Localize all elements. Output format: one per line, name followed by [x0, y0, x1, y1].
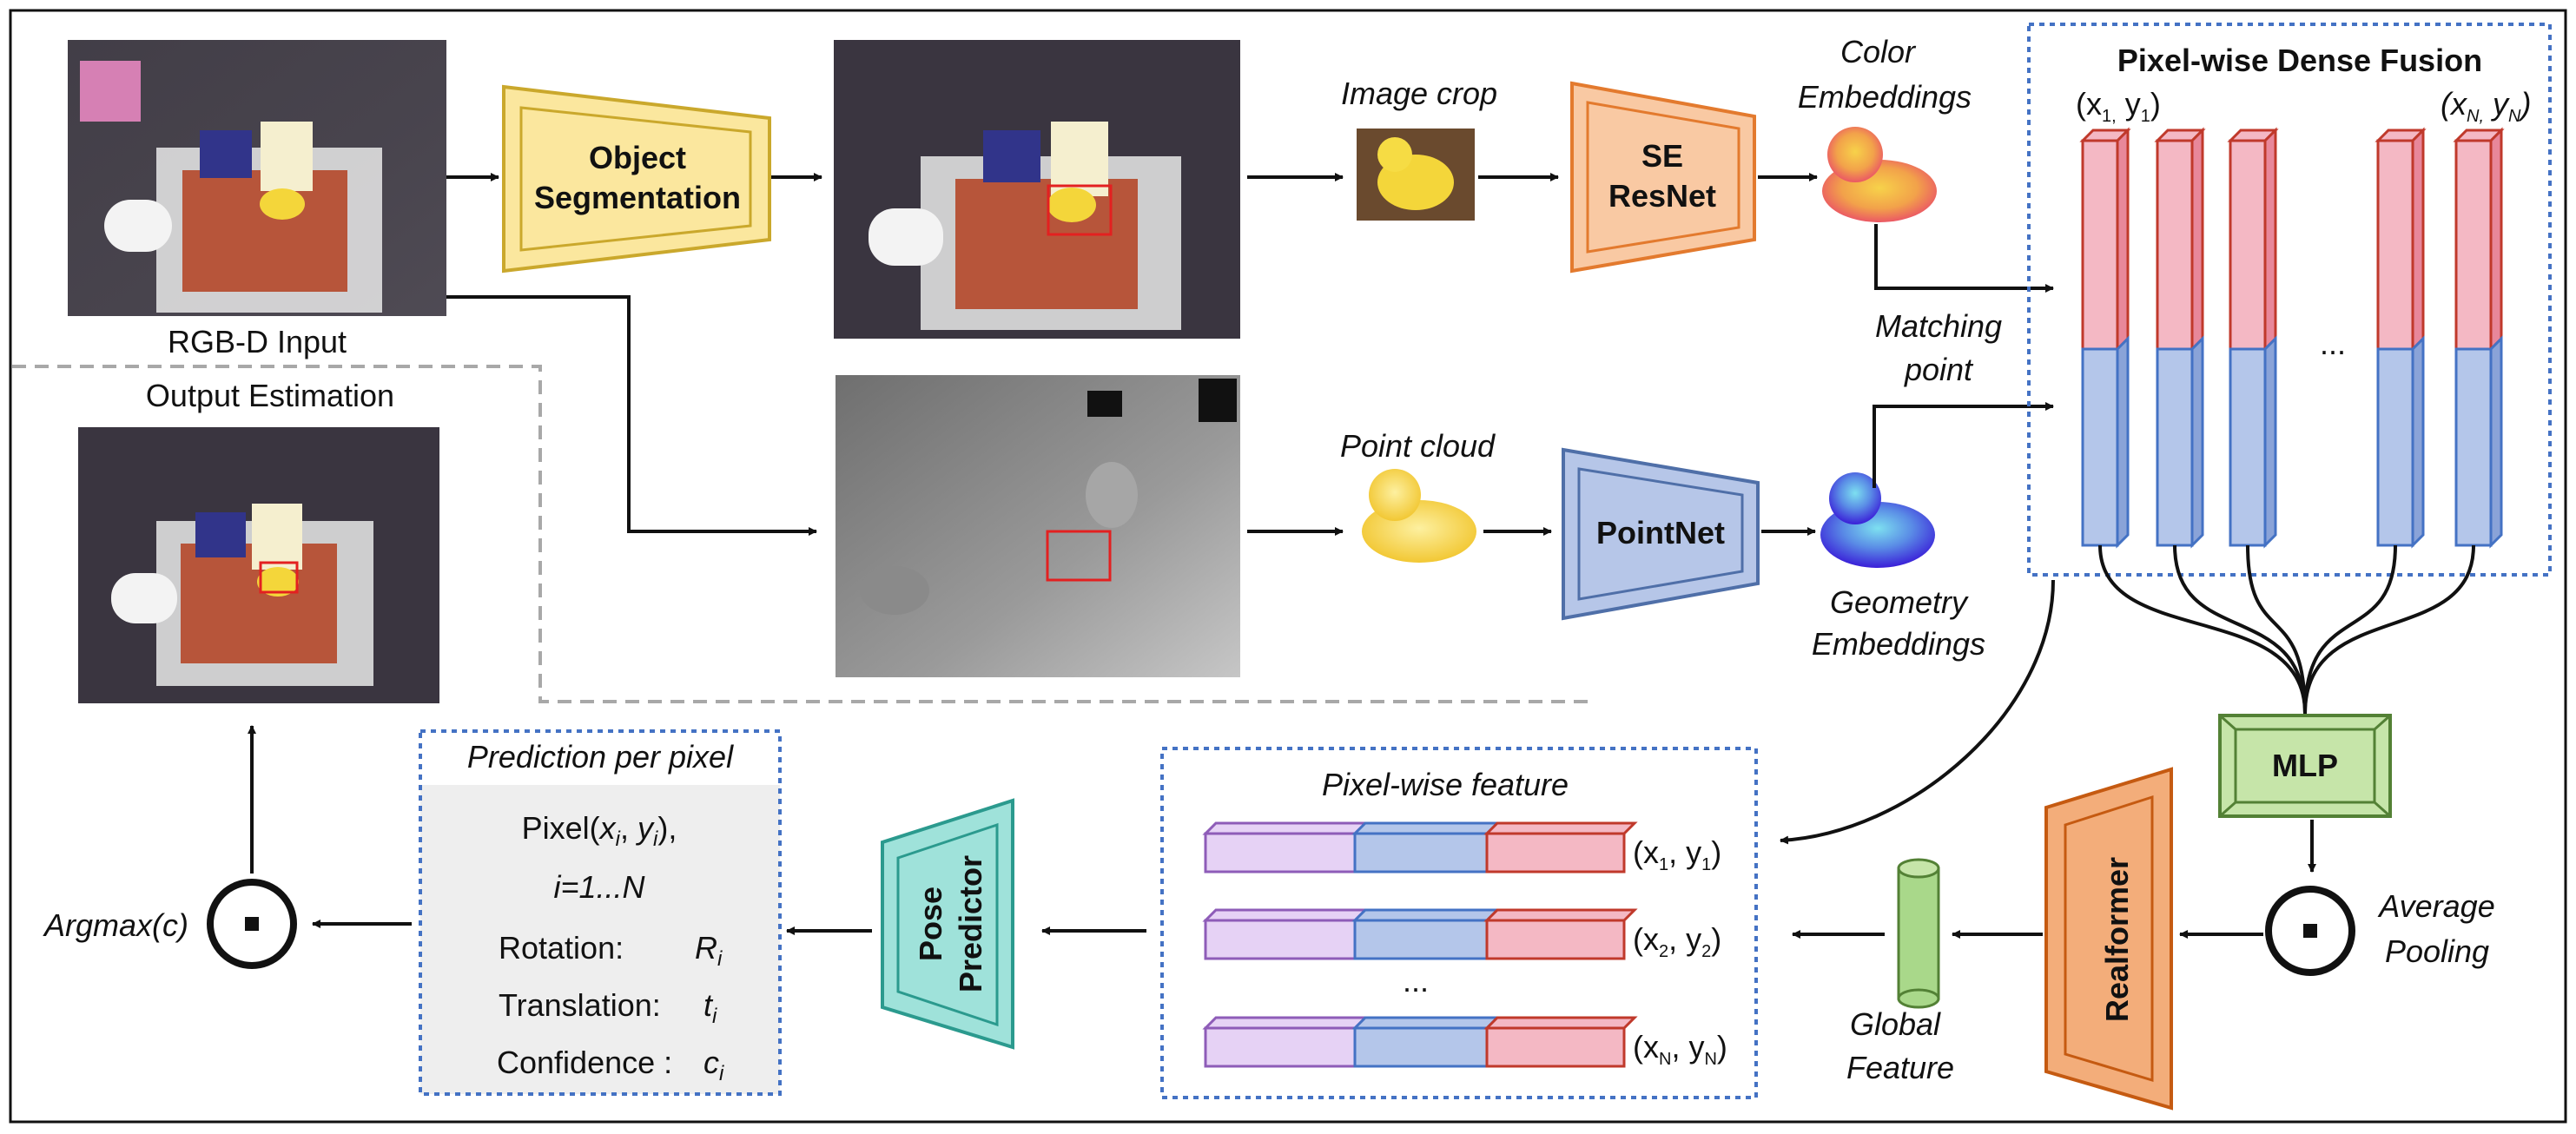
- feature-rows: (x1, y1) (x2, y2) (xN, yN): [1202, 821, 1727, 1069]
- prediction-title: Prediction per pixel: [467, 739, 734, 775]
- argmax-label: Argmax(c): [43, 907, 188, 943]
- pixel-feature-title: Pixel-wise feature: [1322, 767, 1569, 802]
- output-region-dashed-border: [12, 365, 1593, 703]
- se-resnet-label-line2: ResNet: [1608, 178, 1716, 214]
- geometry-embeddings-duck: [1820, 472, 1935, 568]
- feature-row-coord: (x1, y1): [1633, 834, 1721, 874]
- prediction-translation-label: Translation:: [499, 987, 661, 1023]
- fusion-column: [2079, 127, 2131, 549]
- average-pooling-op: [2265, 886, 2355, 976]
- geometry-embeddings-label-line2: Embeddings: [1812, 626, 1985, 662]
- prediction-range: i=1...N: [553, 869, 645, 905]
- feature-row-coord: (xN, yN): [1633, 1029, 1727, 1069]
- rgbd-input-photo: [68, 40, 446, 316]
- argmax-op: [207, 879, 297, 969]
- feature-row-coord: (x2, y2): [1633, 921, 1721, 961]
- average-pooling-label-line2: Pooling: [2385, 933, 2489, 969]
- pointnet-block: PointNet: [1562, 447, 1760, 621]
- matching-point-label-line1: Matching: [1875, 308, 2002, 344]
- prediction-translation-value: ti: [703, 987, 717, 1028]
- global-feature-label-line1: Global: [1850, 1006, 1941, 1042]
- se-resnet-block: SE ResNet: [1570, 81, 1756, 274]
- output-estimation-photo: [78, 427, 439, 703]
- geometry-embeddings-label-line1: Geometry: [1830, 584, 1969, 620]
- prediction-box: [419, 729, 782, 1096]
- fusion-curve: [2303, 544, 2475, 715]
- arrow-color-to-fusion: [1874, 224, 2054, 293]
- color-embeddings-label-line2: Embeddings: [1798, 79, 1972, 115]
- fusion-to-mlp-curves: [2098, 544, 2475, 715]
- point-cloud-duck: [1362, 469, 1476, 563]
- prediction-box-fill: [420, 785, 780, 1094]
- fusion-columns: [2079, 127, 2505, 549]
- point-cloud-label: Point cloud: [1340, 428, 1496, 464]
- matching-point-label-line2: point: [1904, 352, 1974, 387]
- output-estimation-label: Output Estimation: [146, 378, 394, 413]
- feature-row: (x2, y2): [1202, 908, 1721, 961]
- segmentation-label-line1: Object: [589, 140, 686, 175]
- depth-image: [836, 375, 1240, 677]
- fusion-ellipsis: ...: [2320, 326, 2346, 361]
- color-embeddings-label-line1: Color: [1840, 34, 1917, 69]
- fusion-column: [2154, 127, 2206, 549]
- fusion-last-coord: (xN, yN): [2441, 86, 2531, 126]
- prediction-confidence-label: Confidence :: [497, 1045, 672, 1080]
- outer-frame: [9, 9, 2567, 1124]
- pose-predictor-label-line1: Pose: [913, 887, 948, 961]
- fusion-curve: [2098, 544, 2307, 715]
- pixel-feature-ellipsis: ...: [1403, 963, 1429, 999]
- average-pooling-label-line1: Average: [2377, 888, 2494, 924]
- pointnet-label: PointNet: [1596, 515, 1725, 551]
- feature-row: (xN, yN): [1202, 1016, 1727, 1069]
- fusion-curve: [2246, 544, 2307, 715]
- rgbd-input-label: RGB-D Input: [168, 324, 347, 359]
- segmented-rgb-photo: [834, 40, 1240, 339]
- arrow-geometry-to-fusion: [1873, 402, 2054, 488]
- fusion-column: [2375, 127, 2427, 549]
- prediction-rotation-label: Rotation:: [499, 930, 624, 966]
- fusion-column: [2227, 127, 2279, 549]
- mlp-block: MLP: [2218, 714, 2392, 818]
- fusion-column: [2453, 127, 2505, 549]
- color-embeddings-duck: [1822, 127, 1937, 222]
- prediction-box-header-fill: [420, 731, 780, 785]
- segmentation-label-line2: Segmentation: [534, 180, 741, 215]
- pixel-dense-fusion-box: [2027, 23, 2552, 577]
- fusion-curve: [2303, 544, 2397, 715]
- arrow-fusion-to-pixel-feature: [1780, 579, 2055, 845]
- pose-predictor-label-line2: Predictor: [953, 855, 988, 992]
- mlp-label: MLP: [2272, 748, 2338, 783]
- prediction-pixel-line: Pixel(xi, yi),: [522, 810, 677, 851]
- prediction-rotation-value: Ri: [695, 930, 723, 971]
- pose-predictor-block: Pose Predictor: [881, 798, 1014, 1050]
- image-crop-thumbnail: [1357, 129, 1475, 221]
- se-resnet-label-line1: SE: [1641, 138, 1683, 174]
- feature-row: (x1, y1): [1202, 821, 1721, 874]
- global-feature-cylinder: [1897, 858, 1940, 1009]
- fusion-curve: [2173, 544, 2307, 715]
- fusion-first-coord: (x1, y1): [2076, 86, 2161, 126]
- image-crop-label: Image crop: [1341, 76, 1497, 111]
- realformer-label: Realformer: [2099, 857, 2135, 1022]
- object-segmentation-block: Object Segmentation: [502, 84, 771, 274]
- realformer-block: Realformer: [2044, 767, 2173, 1111]
- arrow-input-to-depth: [446, 295, 817, 536]
- prediction-confidence-value: ci: [703, 1045, 724, 1085]
- fusion-title: Pixel-wise Dense Fusion: [2117, 43, 2482, 78]
- pixel-feature-box: [1160, 747, 1758, 1099]
- global-feature-label-line2: Feature: [1846, 1050, 1954, 1085]
